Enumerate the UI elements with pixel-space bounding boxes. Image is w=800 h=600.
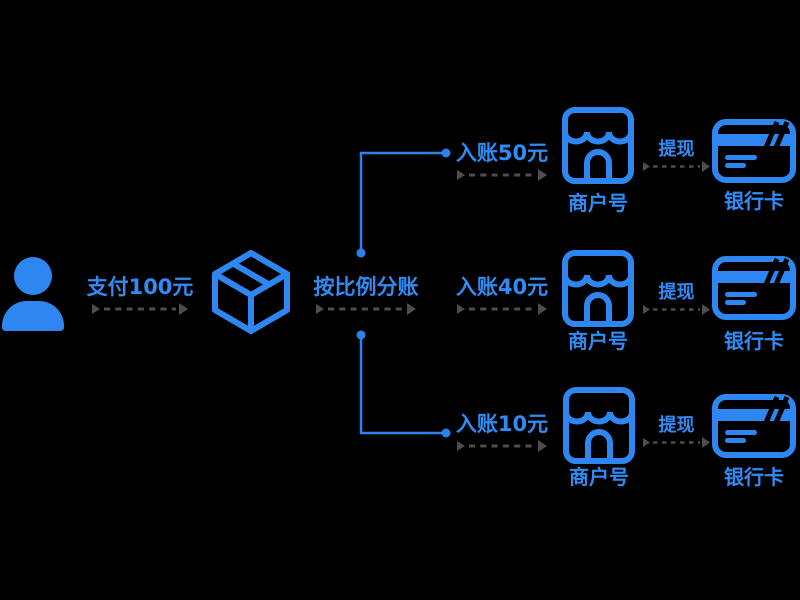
merchant-label: 商户号 [568,191,628,215]
dashed-arrow-icon [316,303,416,315]
withdraw-step: 提现 [643,140,710,173]
withdraw-step: 提现 [643,416,710,449]
dashed-arrow-icon [643,304,710,315]
dashed-arrow-icon [457,440,547,452]
withdraw-label: 提现 [658,415,695,436]
pay-step: 支付100元 [87,275,193,316]
dashed-arrow-icon [457,303,547,315]
storefront-icon [562,107,634,184]
user-icon [2,257,64,331]
package-box-icon [212,250,290,334]
split-step: 按比例分账 [313,275,419,316]
credit-step: 入账50元 [456,141,548,182]
merchant-label: 商户号 [568,329,628,353]
storefront-icon [563,387,635,464]
credit-step: 入账10元 [456,412,548,453]
card-label: 银行卡 [724,189,784,213]
bank-card-icon [712,256,796,320]
bank-card-icon [712,119,796,183]
dashed-arrow-icon [643,437,710,448]
split-label: 按比例分账 [313,275,419,299]
dashed-arrow-icon [457,169,547,181]
withdraw-step: 提现 [643,283,710,316]
storefront-icon [562,250,634,327]
card-label: 银行卡 [724,329,784,353]
withdraw-label: 提现 [658,282,695,303]
withdraw-label: 提现 [658,139,695,160]
credit-label: 入账50元 [455,141,549,165]
credit-step: 入账40元 [456,275,548,316]
card-label: 银行卡 [724,465,784,489]
bank-card-icon [712,394,796,458]
dashed-arrow-icon [92,303,188,315]
credit-label: 入账40元 [455,275,549,299]
merchant-label: 商户号 [569,465,629,489]
pay-label: 支付100元 [86,275,194,299]
credit-label: 入账10元 [455,412,549,436]
dashed-arrow-icon [643,161,710,172]
